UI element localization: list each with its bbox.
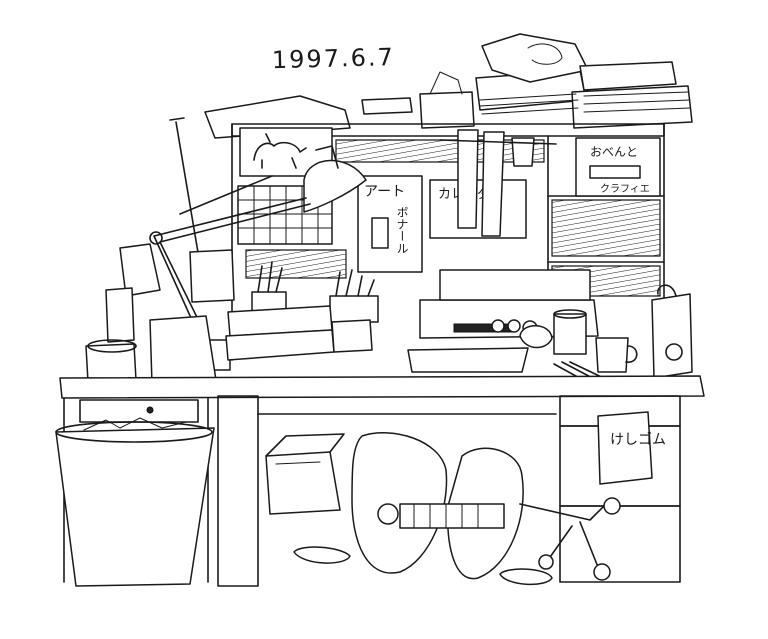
- book-stack: [226, 306, 372, 360]
- hanging-cloth: [440, 130, 556, 236]
- wastebasket: [56, 418, 214, 586]
- jars: [554, 310, 637, 372]
- slippers: [294, 547, 552, 584]
- left-clutter: [86, 244, 234, 384]
- art-poster: アート ボナール: [358, 176, 422, 272]
- top-shelf-pile: [205, 34, 692, 138]
- calendar: カレンダ: [430, 180, 526, 238]
- eraser-bag: けしゴム: [598, 412, 666, 484]
- cardboard-box: [266, 434, 344, 514]
- label-bonal: ボナール: [395, 206, 409, 254]
- obento-note: おべんと クラフィエ: [576, 138, 660, 196]
- label-eraser: けしゴム: [610, 431, 666, 448]
- label-obento: おべんと: [590, 145, 638, 159]
- label-art: アート: [364, 184, 405, 200]
- chair-base: [352, 433, 620, 580]
- tape-dispenser: [652, 285, 692, 378]
- label-clay: クラフィエ: [600, 183, 650, 195]
